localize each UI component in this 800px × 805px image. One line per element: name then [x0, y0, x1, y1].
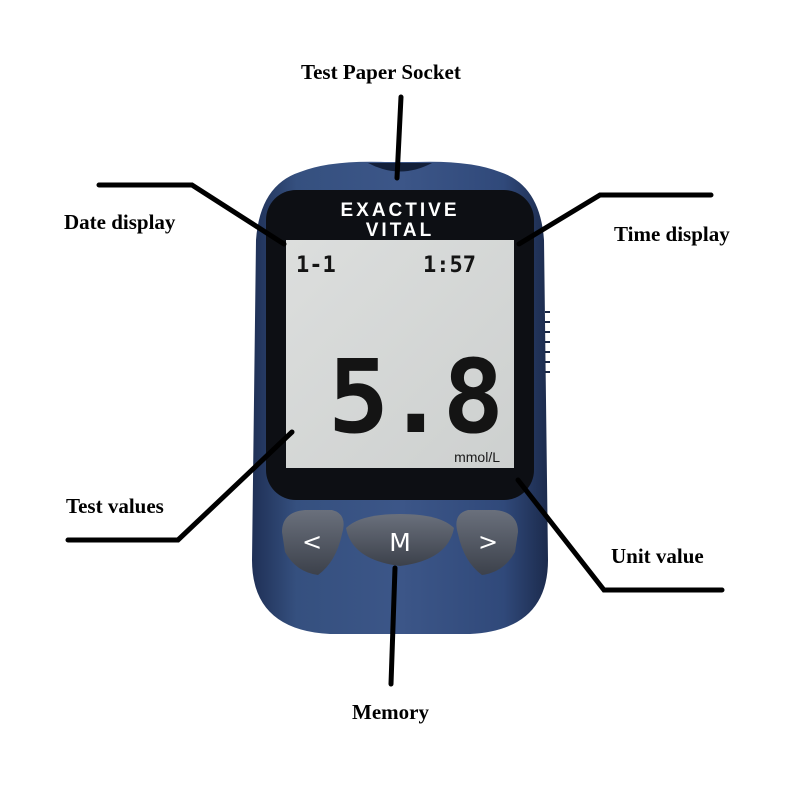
leader-memory — [388, 565, 398, 687]
chevron-left-icon: < — [302, 528, 322, 556]
label-date-display: Date display — [64, 210, 176, 234]
glucose-reading: 5.8 — [328, 338, 500, 457]
memory-button[interactable]: M — [346, 514, 454, 566]
leader-test-values — [65, 429, 295, 543]
chevron-right-icon: > — [478, 528, 498, 556]
lcd-screen — [286, 240, 514, 468]
memory-button-label: M — [389, 528, 411, 557]
leader-unit-value — [515, 477, 725, 593]
label-time-display: Time display — [614, 222, 730, 246]
leader-time-display — [516, 192, 714, 247]
label-test-values: Test values — [66, 494, 164, 518]
time-readout: 1:57 — [423, 253, 476, 278]
left-button[interactable]: < — [282, 510, 344, 575]
label-memory: Memory — [352, 700, 429, 724]
date-readout: 1-1 — [296, 253, 336, 278]
label-test-paper-socket: Test Paper Socket — [301, 60, 461, 84]
leader-test-paper-socket — [394, 94, 404, 181]
leader-lines — [65, 94, 725, 687]
right-button[interactable]: > — [456, 510, 518, 575]
brand-line2: VITAL — [366, 220, 434, 241]
unit-label: mmol/L — [454, 449, 500, 465]
brand-line1: EXACTIVE — [340, 200, 459, 221]
leader-date-display — [96, 182, 287, 247]
label-unit-value: Unit value — [611, 544, 704, 568]
side-grip — [545, 311, 550, 373]
